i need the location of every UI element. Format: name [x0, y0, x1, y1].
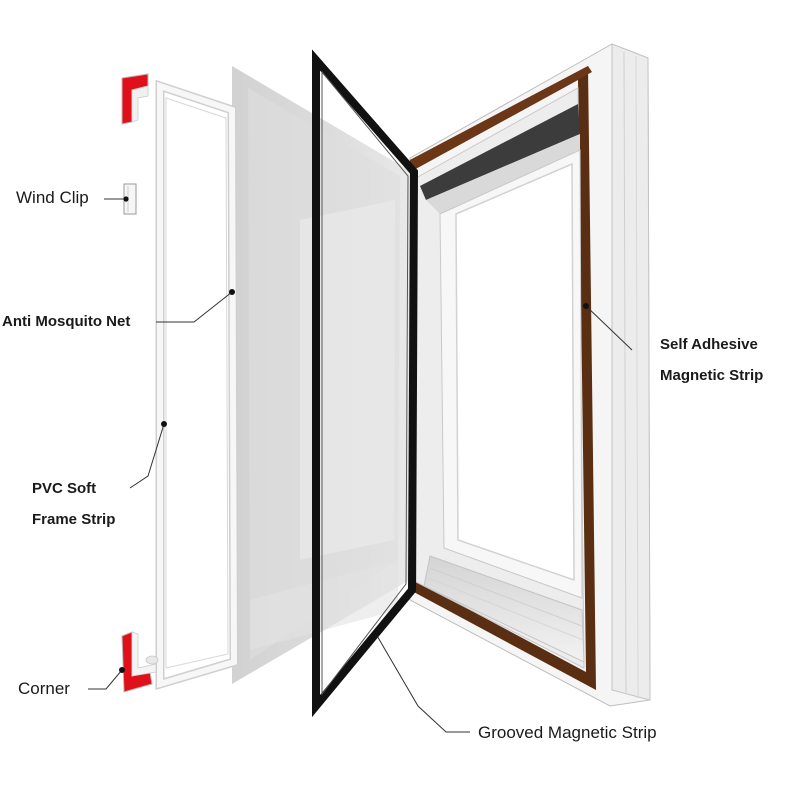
grooved-magnetic-strip-frame	[312, 49, 419, 718]
corner-piece-top	[121, 73, 149, 125]
leader-dots	[119, 196, 589, 673]
leader-anti-mosquito-net	[156, 291, 233, 323]
window-frame	[409, 43, 651, 707]
label-grooved-magnetic-strip: Grooved Magnetic Strip	[478, 723, 657, 742]
label-wind-clip: Wind Clip	[16, 188, 89, 207]
leader-pvc-soft-frame	[129, 423, 165, 489]
leader-grooved-magnetic-strip	[375, 633, 470, 733]
mosquito-net-panel	[232, 66, 412, 684]
leader-corner	[88, 669, 123, 690]
corner-piece-bottom	[121, 631, 159, 693]
pvc-soft-frame	[155, 79, 239, 691]
label-self-adhesive-line2: Magnetic Strip	[660, 367, 764, 384]
label-corner: Corner	[18, 679, 70, 698]
leader-self-adhesive	[585, 305, 633, 351]
label-self-adhesive-line1: Self Adhesive	[660, 336, 758, 353]
label-pvc-soft-line1: PVC Soft	[32, 480, 97, 497]
label-anti-mosquito-net: Anti Mosquito Net	[2, 313, 131, 330]
label-pvc-soft-line2: Frame Strip	[32, 511, 116, 528]
leader-lines	[88, 198, 633, 733]
